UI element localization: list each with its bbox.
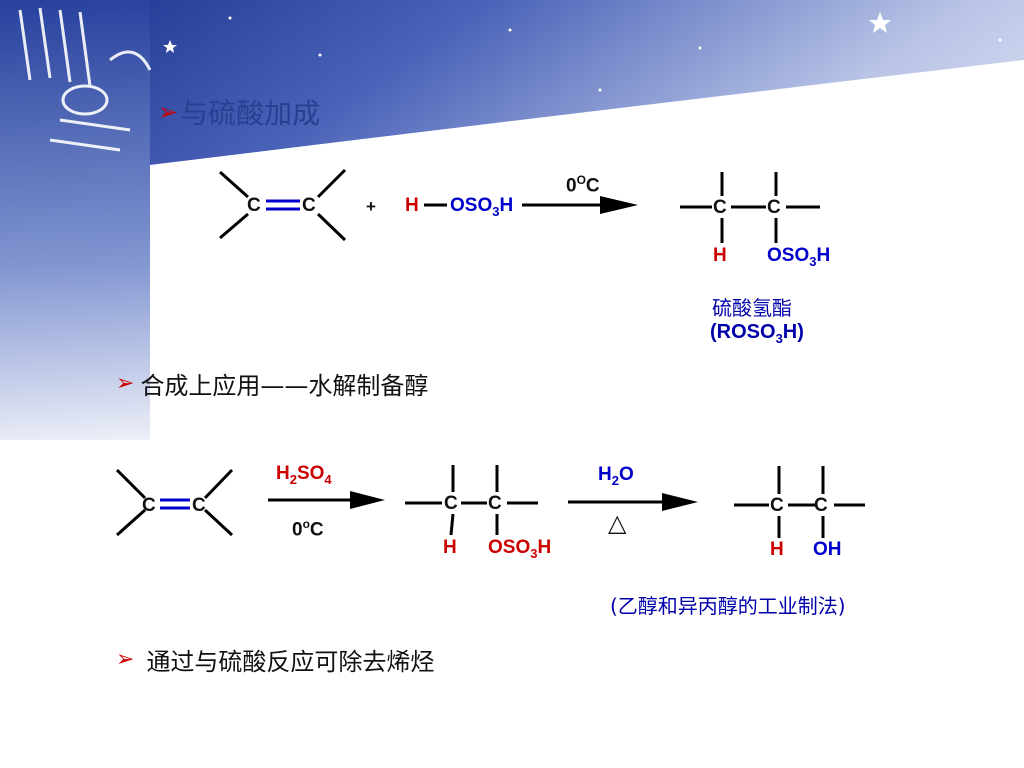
bullet-text: 合成上应用——水解制备醇 [140, 372, 429, 400]
reagent-h2so4: H2SO4 [276, 463, 332, 487]
bullet-arrow-icon: ➢ [116, 371, 135, 396]
atom-c: C [247, 195, 261, 216]
product-oh: OH [813, 539, 842, 560]
bullet-text: 通过与硫酸反应可除去烯烃 [146, 648, 435, 676]
product-oso3h: OSO3H [767, 245, 831, 269]
atom-c: C [767, 197, 781, 218]
atom-c: C [142, 495, 156, 516]
reagent-formula: OSO3H [450, 195, 514, 219]
atom-h: H [770, 539, 784, 560]
intermediate-oso3h: OSO3H [488, 537, 552, 561]
section-title: ➢ 与硫酸加成 [158, 92, 320, 132]
bullet-application: ➢ 合成上应用——水解制备醇 [116, 366, 428, 401]
heat-triangle-icon: △ [608, 510, 627, 537]
bullet-removal: ➢ 通过与硫酸反应可除去烯烃 [116, 642, 434, 677]
atom-c: C [192, 495, 206, 516]
condition-label: 0oC [292, 517, 324, 541]
atom-c: C [713, 197, 727, 218]
reagent-water: H2O [598, 464, 634, 488]
condition-label: 0OC [566, 173, 600, 197]
star-icon [163, 12, 1002, 92]
bullet-arrow-icon: ➢ [116, 647, 135, 672]
atom-h: H [443, 537, 457, 558]
ester-name: 硫酸氢酯 [712, 296, 792, 320]
plus-sign: + [366, 197, 376, 216]
atom-h: H [405, 195, 419, 216]
atom-c: C [302, 195, 316, 216]
atom-h: H [713, 245, 727, 266]
atom-c: C [770, 495, 784, 516]
ester-formula: (ROSO3H) [710, 321, 804, 346]
bullet-arrow-icon: ➢ [158, 98, 179, 126]
atom-c: C [444, 493, 458, 514]
industrial-note: (乙醇和异丙醇的工业制法) [610, 594, 846, 618]
atom-c: C [814, 495, 828, 516]
atom-c: C [488, 493, 502, 514]
title-text: 与硫酸加成 [180, 97, 321, 130]
film-reel-icon [18, 7, 152, 152]
